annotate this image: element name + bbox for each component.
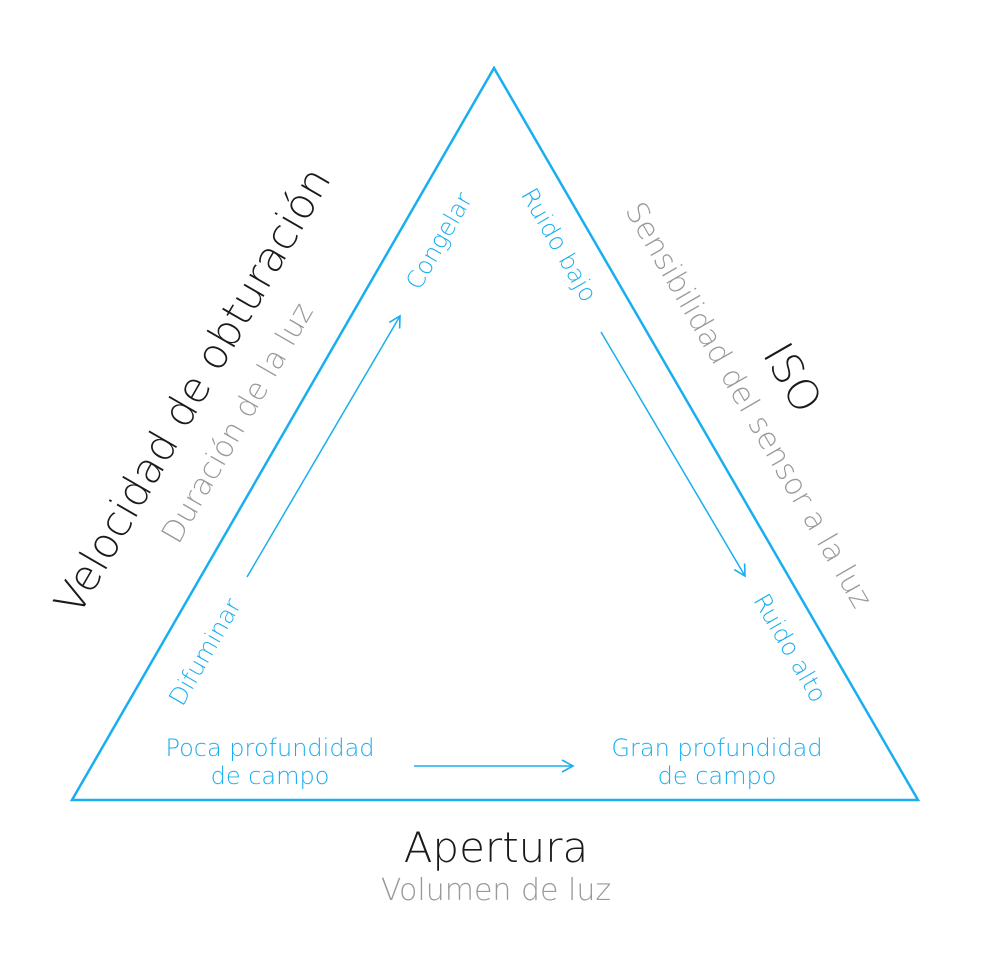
iso-subtitle: Sensibilidad del sensor a la luz (618, 196, 879, 614)
shutter-speed-start-label: Difuminar (163, 594, 247, 711)
aperture-start-label-line2: de campo (211, 762, 330, 790)
aperture-end-label-line2: de campo (658, 762, 777, 790)
aperture-start-label-line1: Poca profundidad (165, 734, 374, 762)
shutter-speed-arrow (246, 314, 401, 578)
iso-end-label: Ruido alto (748, 589, 832, 707)
exposure-triangle (69, 65, 921, 802)
iso-start-label: Ruido bajo (515, 183, 602, 306)
aperture-subtitle: Volumen de luz (381, 873, 611, 908)
shutter-speed-end-label: Congelar (400, 188, 478, 295)
aperture-title: Apertura (404, 823, 589, 872)
aperture-end-label-line1: Gran profundidad (611, 734, 822, 762)
shutter-speed-title: Velocidad de obturación (44, 159, 340, 623)
iso-arrow (600, 331, 746, 578)
